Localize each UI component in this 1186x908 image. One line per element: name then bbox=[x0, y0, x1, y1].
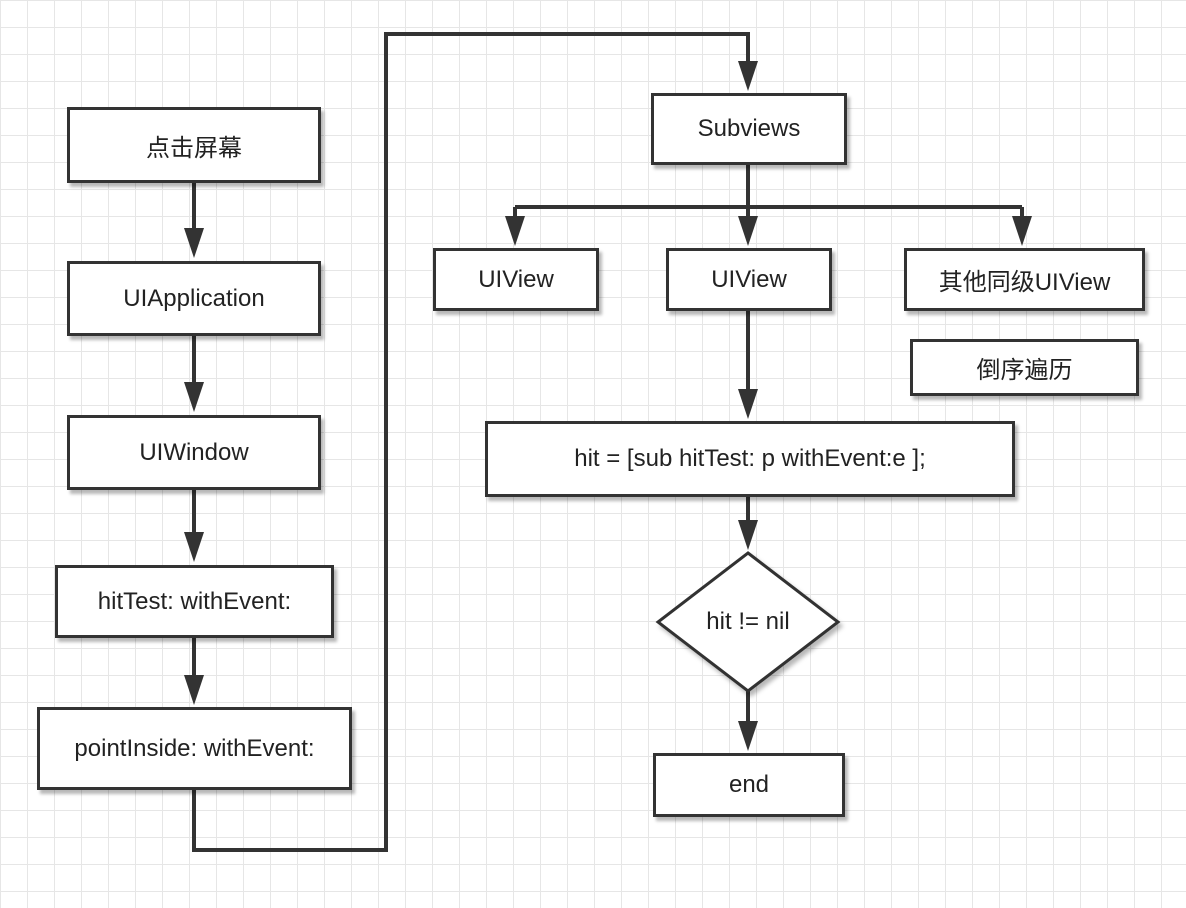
arrowhead bbox=[738, 61, 758, 91]
decision-diamond bbox=[655, 551, 841, 693]
decision-label: hit != nil bbox=[706, 608, 790, 635]
arrowhead bbox=[738, 520, 758, 550]
node-tap-screen: 点击屏幕 bbox=[67, 107, 321, 183]
edge-pointinside-to-subviews bbox=[192, 32, 750, 852]
arrowhead bbox=[1012, 216, 1032, 246]
node-uiapplication: UIApplication bbox=[67, 261, 321, 336]
node-reverse-traverse: 倒序遍历 bbox=[910, 339, 1139, 396]
arrowhead bbox=[738, 216, 758, 246]
node-hittest: hitTest: withEvent: bbox=[55, 565, 334, 638]
arrowhead bbox=[738, 721, 758, 751]
arrowhead bbox=[184, 382, 204, 412]
node-hit-call: hit = [sub hitTest: p withEvent:e ]; bbox=[485, 421, 1015, 497]
arrowheads bbox=[184, 61, 1032, 751]
arrowhead bbox=[505, 216, 525, 246]
node-pointinside: pointInside: withEvent: bbox=[37, 707, 352, 790]
node-uiview-2: UIView bbox=[666, 248, 832, 311]
node-uiview-1: UIView bbox=[433, 248, 599, 311]
node-end: end bbox=[653, 753, 845, 817]
arrowhead bbox=[184, 675, 204, 705]
arrowhead bbox=[184, 532, 204, 562]
node-uiwindow: UIWindow bbox=[67, 415, 321, 490]
arrowhead bbox=[184, 228, 204, 258]
node-subviews: Subviews bbox=[651, 93, 847, 165]
arrowhead bbox=[738, 389, 758, 419]
node-other-uiview: 其他同级UIView bbox=[904, 248, 1145, 311]
